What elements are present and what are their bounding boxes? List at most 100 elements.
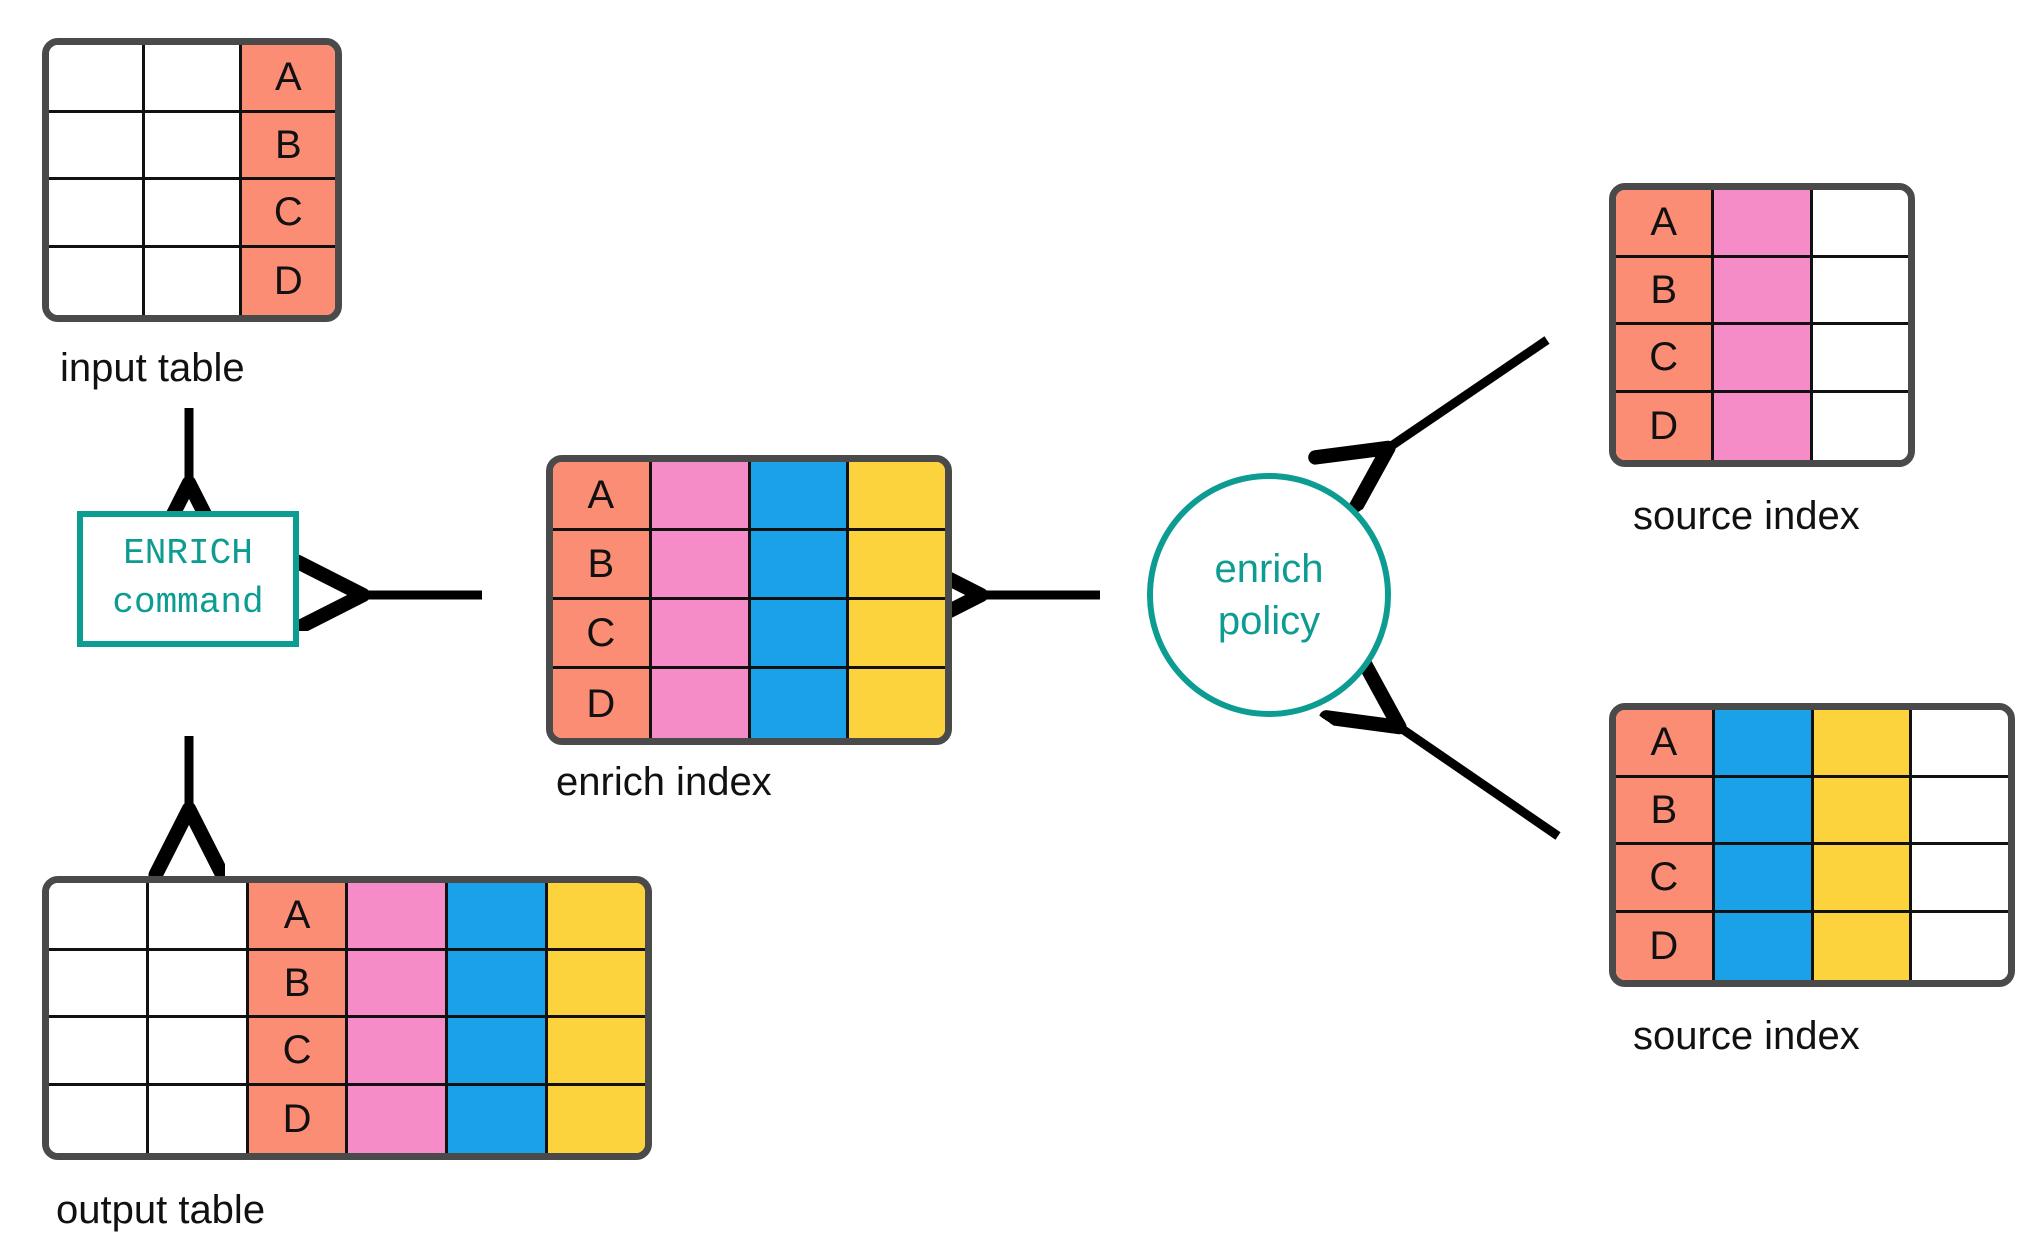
enrich-command-box[interactable]: ENRICH command xyxy=(77,511,299,647)
enrich_index-cell: B xyxy=(553,531,652,600)
enrich_index-cell xyxy=(750,669,850,738)
enrich_index-cell: C xyxy=(553,600,652,669)
source_index_bottom-cell xyxy=(1813,912,1913,980)
source_index_bottom-row: A xyxy=(1616,710,2008,778)
source_index_top-row: B xyxy=(1616,257,1908,325)
output_table-cell xyxy=(448,950,549,1018)
enrich-policy-circle[interactable]: enrich policy xyxy=(1147,473,1391,717)
input_table-cell xyxy=(49,247,146,315)
output_table-cell xyxy=(448,883,549,951)
source_index_bottom-cell xyxy=(1813,710,1913,778)
enrich_index-cell xyxy=(651,600,751,669)
output_table-cell xyxy=(148,1085,249,1153)
output_table-cell xyxy=(49,1018,149,1086)
source-index-bottom-caption: source index xyxy=(1633,1014,1860,1058)
output_table-cell xyxy=(348,1085,449,1153)
output_table-cell: C xyxy=(248,1018,349,1086)
output_table-cell xyxy=(148,883,249,951)
source_index_bottom-cell xyxy=(1714,912,1814,980)
enrich-policy-line2: policy xyxy=(1217,599,1321,643)
output_table-row: A xyxy=(49,883,645,951)
output_table-cell xyxy=(548,1085,645,1153)
source_index_top-cell: A xyxy=(1616,190,1715,258)
enrich_index-cell xyxy=(750,600,850,669)
source_index_top-row: A xyxy=(1616,190,1908,258)
output_table-cell: A xyxy=(248,883,349,951)
source_index_bottom-cell xyxy=(1813,777,1913,845)
input-table-caption: input table xyxy=(60,346,245,390)
source-index-top-caption: source index xyxy=(1633,494,1860,538)
enrich_index-row: B xyxy=(553,531,945,600)
input_table-cell xyxy=(145,112,242,180)
enrich_index-cell: A xyxy=(553,462,652,531)
enrich_index-row: C xyxy=(553,600,945,669)
source_index_bottom-cell xyxy=(1912,710,2008,778)
source_index_top-cell xyxy=(1714,392,1813,460)
source_index_bottom-row: D xyxy=(1616,912,2008,980)
source_index_top-cell xyxy=(1812,325,1908,393)
input_table-cell: B xyxy=(241,112,335,180)
arrow-source-index-top-to-policy xyxy=(1381,336,1550,453)
input_table-row: A xyxy=(49,45,335,113)
output_table-row: C xyxy=(49,1018,645,1086)
enrich_index-cell xyxy=(750,462,850,531)
source_index_bottom-row: C xyxy=(1616,845,2008,913)
output_table-cell xyxy=(548,883,645,951)
enrich-index-caption: enrich index xyxy=(556,760,772,804)
source_index_bottom-cell xyxy=(1912,912,2008,980)
input_table-cell xyxy=(49,180,146,248)
input_table-row: C xyxy=(49,180,335,248)
output_table-cell xyxy=(348,883,449,951)
enrich_index-cell xyxy=(849,462,945,531)
input_table-cell xyxy=(145,180,242,248)
output_table-cell xyxy=(148,1018,249,1086)
enrich-policy-line1: enrich xyxy=(1214,547,1324,591)
output_table-cell xyxy=(348,1018,449,1086)
output_table-cell xyxy=(49,883,149,951)
input_table-row: D xyxy=(49,247,335,315)
enrich_index-cell xyxy=(849,600,945,669)
input_table-cell: D xyxy=(241,247,335,315)
output_table-cell xyxy=(49,950,149,1018)
source_index_bottom-row: B xyxy=(1616,777,2008,845)
enrich_index-cell: D xyxy=(553,669,652,738)
source_index_top-cell xyxy=(1714,190,1813,258)
input_table-cell: A xyxy=(241,45,335,113)
source_index_top-row: C xyxy=(1616,325,1908,393)
source_index_top-cell: B xyxy=(1616,257,1715,325)
enrich_index-cell xyxy=(651,531,751,600)
source_index_top-cell xyxy=(1812,190,1908,258)
enrich_index-cell xyxy=(651,669,751,738)
input_table-cell xyxy=(145,247,242,315)
source_index_top-cell: D xyxy=(1616,392,1715,460)
source_index_bottom-cell: B xyxy=(1616,777,1715,845)
enrich_index-cell xyxy=(651,462,751,531)
output-table-caption: output table xyxy=(56,1188,266,1232)
source_index_bottom-cell xyxy=(1714,845,1814,913)
source_index_bottom-cell xyxy=(1912,777,2008,845)
output_table-cell: B xyxy=(248,950,349,1018)
enrich_index-cell xyxy=(849,531,945,600)
output_table-row: D xyxy=(49,1085,645,1153)
output_table-cell xyxy=(548,950,645,1018)
source_index_top-cell: C xyxy=(1616,325,1715,393)
source_index_top-cell xyxy=(1714,325,1813,393)
source_index_bottom-cell xyxy=(1714,710,1814,778)
source_index_bottom-cell xyxy=(1912,845,2008,913)
output_table-cell xyxy=(448,1018,549,1086)
input_table-row: B xyxy=(49,112,335,180)
source_index_bottom-cell: D xyxy=(1616,912,1715,980)
source_index_bottom-cell: C xyxy=(1616,845,1715,913)
output_table-cell: D xyxy=(248,1085,349,1153)
enrich_index-row: D xyxy=(553,669,945,738)
input_table-cell xyxy=(145,45,242,113)
enrich_index-cell xyxy=(849,669,945,738)
enrich_index-row: A xyxy=(553,462,945,531)
source_index_bottom-cell xyxy=(1714,777,1814,845)
